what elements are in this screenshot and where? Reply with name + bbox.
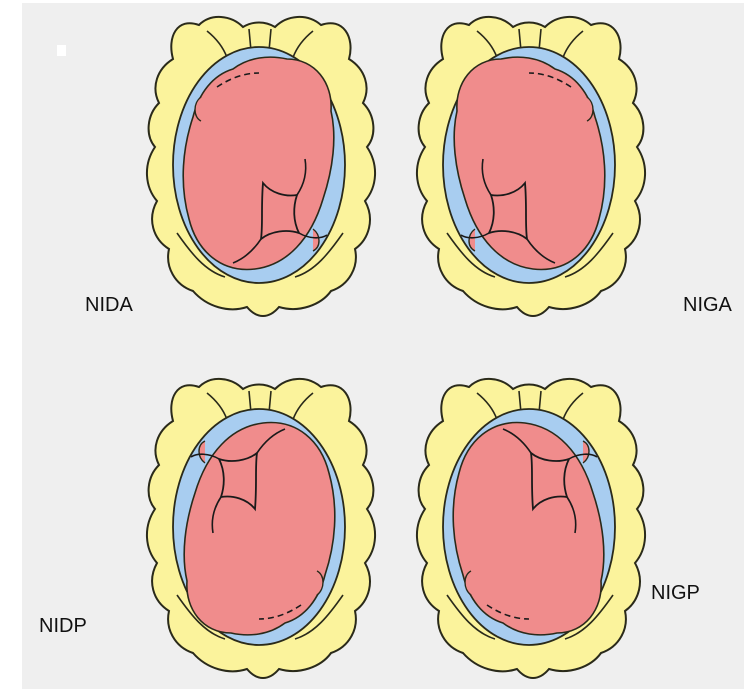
pelvis-panel-top-right: [407, 7, 647, 327]
label-nida: NIDA: [85, 294, 133, 317]
pelvis-outline: [147, 17, 375, 316]
pelvis-diagram-bottom-left: [137, 369, 377, 689]
pelvis-outline: [417, 17, 645, 316]
pelvis-diagram-top-right: [407, 7, 647, 327]
pelvis-panel-bottom-left: [137, 369, 377, 689]
label-nigp: NIGP: [651, 582, 700, 605]
label-nidp: NIDP: [39, 615, 87, 638]
pelvis-panel-bottom-right: [407, 369, 647, 689]
fetal-head-positions-figure: NIDA NIGA NIDP NIGP: [22, 3, 744, 689]
fetal-head-group: [183, 57, 334, 269]
fetal-head-group: [184, 423, 335, 635]
label-niga: NIGA: [683, 294, 732, 317]
white-speck: [57, 45, 66, 56]
pelvis-outline: [417, 379, 645, 678]
pelvis-outline: [147, 379, 375, 678]
fetal-head-group: [454, 57, 605, 269]
pelvis-diagram-top-left: [137, 7, 377, 327]
fetal-head-group: [453, 423, 604, 635]
pelvis-panel-top-left: [137, 7, 377, 327]
pelvis-diagram-bottom-right: [407, 369, 647, 689]
